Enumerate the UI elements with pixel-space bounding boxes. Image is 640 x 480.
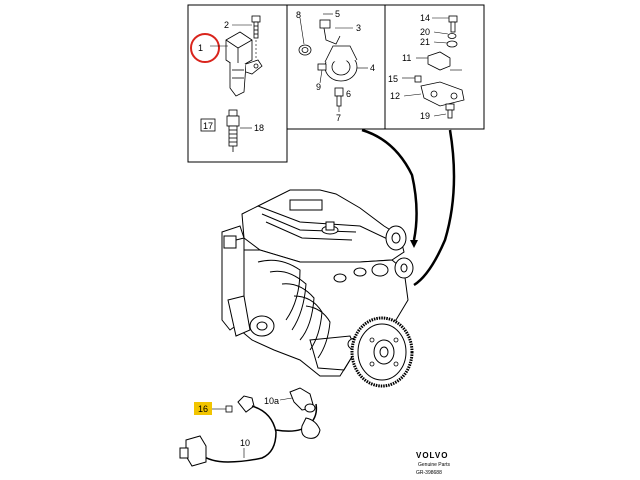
- spark-plug-icon: [226, 109, 240, 152]
- callout-5: 5: [335, 9, 340, 19]
- brand-subtitle: Genuine Parts: [418, 462, 450, 468]
- callout-14: 14: [420, 13, 430, 23]
- callout-6: 6: [346, 89, 351, 99]
- callout-21: 21: [420, 37, 430, 47]
- callout-3: 3: [356, 23, 361, 33]
- volvo-branding: VOLVO Genuine Parts GR-398688: [416, 451, 450, 476]
- brand-name: VOLVO: [416, 451, 448, 460]
- ignition-coil-icon: [225, 31, 263, 97]
- bolt-16-icon: [225, 405, 233, 413]
- callout-10: 10: [240, 438, 250, 448]
- crankshaft-sensor-icon: [414, 15, 465, 119]
- callout-11: 11: [402, 53, 411, 63]
- callout-17: 17: [203, 121, 213, 131]
- callout-8: 8: [296, 10, 301, 20]
- bolt-icon: [251, 15, 261, 39]
- callout-19: 19: [420, 111, 430, 121]
- highlight-circle: [190, 33, 220, 63]
- camshaft-sensor-icon: [298, 19, 358, 107]
- callout-4: 4: [370, 63, 375, 73]
- diagram-code: GR-398688: [416, 470, 442, 476]
- knock-sensor-harness-icon: [179, 387, 321, 467]
- callout-2: 2: [224, 20, 229, 30]
- callout-20: 20: [420, 27, 430, 37]
- callout-9: 9: [316, 82, 321, 92]
- callout-16: 16: [198, 404, 208, 414]
- callout-15: 15: [388, 74, 398, 84]
- engine-illustration: [221, 189, 414, 377]
- callout-box-17: [200, 118, 216, 132]
- flywheel-icon: [350, 316, 414, 388]
- callout-10a: 10a: [264, 396, 279, 406]
- callout-7: 7: [336, 113, 341, 123]
- highlight-box: [194, 402, 212, 415]
- callout-labels: 1 2 17 18 8 5 3 4 9 6 7 14 20 21 11 15 1…: [198, 9, 430, 448]
- inset-panel: [187, 4, 485, 163]
- callout-1: 1: [198, 43, 203, 53]
- callout-12: 12: [390, 91, 400, 101]
- callout-18: 18: [254, 123, 264, 133]
